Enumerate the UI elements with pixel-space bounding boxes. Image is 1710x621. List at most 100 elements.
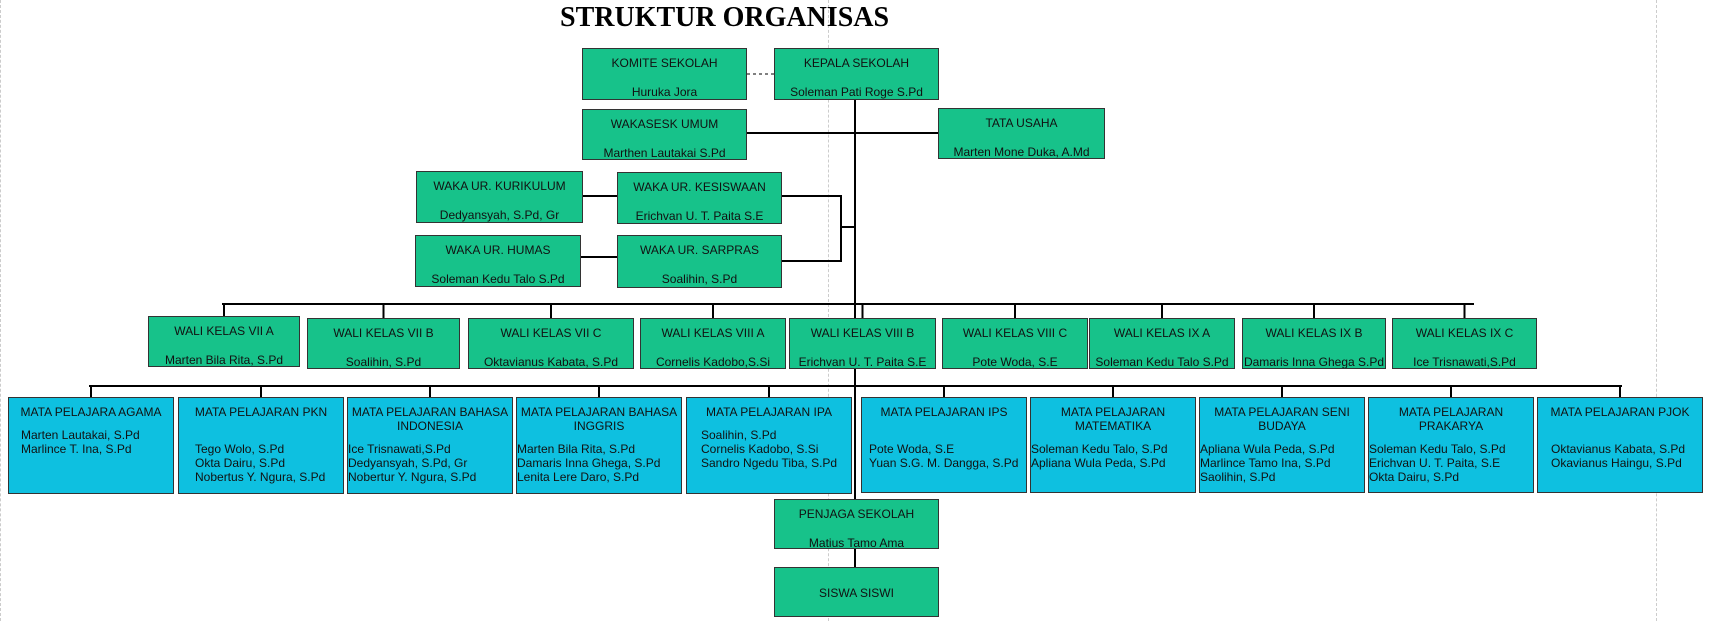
wali-kelas-person: Marten Bila Rita, S.Pd (164, 353, 284, 367)
waka-sarpras-person: Soalihin, S.Pd (661, 272, 738, 286)
wali-kelas-box: WALI KELAS IX A Soleman Kedu Talo S.Pd (1089, 318, 1235, 369)
waka-kurikulum-title: WAKA UR. KURIKULUM (433, 179, 566, 193)
mapel-teacher: Pote Woda, S.E (869, 442, 955, 456)
mapel-teacher: Okta Dairu, S.Pd (195, 456, 286, 470)
wali-kelas-box: WALI KELAS VII C Oktavianus Kabata, S.Pd (468, 318, 634, 369)
kepala-sekolah-person: Soleman Pati Roge S.Pd (790, 85, 923, 99)
mapel-teacher: Okta Dairu, S.Pd (1369, 470, 1460, 484)
wali-kelas-person: Oktavianus Kabata, S.Pd (483, 355, 619, 369)
wali-kelas-title: WALI KELAS IX A (1113, 326, 1211, 340)
wali-kelas-box: WALI KELAS VIII B Erichvan U. T. Paita S… (789, 318, 936, 369)
mapel-box: MATA PELAJARA AGAMA Marten Lautakai, S.P… (8, 397, 174, 494)
tata-usaha-box: TATA USAHA Marten Mone Duka, A.Md (938, 108, 1105, 159)
wali-kelas-person: Soalihin, S.Pd (345, 355, 422, 369)
mapel-box: MATA PELAJARAN BAHASA INGGRIS Marten Bil… (516, 397, 682, 494)
komite-sekolah-title: KOMITE SEKOLAH (611, 56, 718, 70)
wali-kelas-title: WALI KELAS VII A (174, 324, 274, 338)
kepala-sekolah-box: KEPALA SEKOLAH Soleman Pati Roge S.Pd (774, 48, 939, 100)
mapel-teacher: Dedyansyah, S.Pd, Gr (348, 456, 468, 470)
page-guide-left (0, 0, 1, 621)
komite-sekolah-person: Huruka Jora (631, 85, 698, 99)
mapel-box: MATA PELAJARAN BAHASA INDONESIA Ice Tris… (347, 397, 513, 494)
mapel-teacher: Apliana Wula Peda, S.Pd (1031, 456, 1166, 470)
kepala-sekolah-title: KEPALA SEKOLAH (803, 56, 910, 70)
mapel-teacher: Lenita Lere Daro, S.Pd (517, 470, 640, 484)
wali-kelas-title: WALI KELAS VIII C (962, 326, 1068, 340)
mapel-teacher: Saolihin, S.Pd (1200, 470, 1276, 484)
mapel-teacher: Cornelis Kadobo, S.Si (701, 442, 819, 456)
mapel-box: MATA PELAJARAN SENI BUDAYA Apliana Wula … (1199, 397, 1365, 493)
waka-kesiswaan-person: Erichvan U. T. Paita S.E (635, 209, 764, 223)
mapel-teacher: Soleman Kedu Talo, S.Pd (1369, 442, 1506, 456)
wali-kelas-person: Damaris Inna Ghega S.Pd (1243, 355, 1385, 369)
mapel-teacher: Soalihin, S.Pd (701, 428, 777, 442)
mapel-teacher: Soleman Kedu Talo, S.Pd (1031, 442, 1168, 456)
penjaga-sekolah-title: PENJAGA SEKOLAH (798, 507, 915, 521)
wali-kelas-person: Cornelis Kadobo,S.Si (655, 355, 771, 369)
mapel-title: MATA PELAJARAN SENI BUDAYA (1214, 405, 1350, 433)
mapel-box: MATA PELAJARAN IPA Soalihin, S.Pd Cornel… (686, 397, 852, 494)
mapel-title: MATA PELAJARAN IPS (880, 405, 1008, 419)
wali-kelas-box: WALI KELAS IX B Damaris Inna Ghega S.Pd (1242, 318, 1386, 369)
wakasek-umum-title: WAKASESK UMUM (610, 117, 719, 131)
mapel-teacher: Damaris Inna Ghega, S.Pd (517, 456, 661, 470)
komite-sekolah-box: KOMITE SEKOLAH Huruka Jora (582, 48, 747, 100)
mapel-teacher: Tego Wolo, S.Pd (195, 442, 285, 456)
waka-sarpras-title: WAKA UR. SARPRAS (640, 243, 759, 257)
mapel-teacher: Erichvan U. T. Paita, S.E (1369, 456, 1501, 470)
siswa-siswi-title: SISWA SISWI (819, 586, 894, 600)
penjaga-sekolah-person: Matius Tamo Ama (808, 536, 905, 549)
wakasek-umum-person: Marthen Lautakai S.Pd (603, 146, 726, 160)
wali-kelas-box: WALI KELAS VII A Marten Bila Rita, S.Pd (148, 316, 300, 367)
siswa-siswi-box: SISWA SISWI (774, 567, 939, 617)
mapel-box: MATA PELAJARAN PRAKARYA Soleman Kedu Tal… (1368, 397, 1534, 493)
mapel-teacher: Ice Trisnawati,S.Pd (348, 442, 451, 456)
tata-usaha-person: Marten Mone Duka, A.Md (953, 145, 1090, 159)
wakasek-umum-box: WAKASESK UMUM Marthen Lautakai S.Pd (582, 109, 747, 160)
mapel-teacher: Apliana Wula Peda, S.Pd (1200, 442, 1335, 456)
mapel-teacher: Sandro Ngedu Tiba, S.Pd (701, 456, 838, 470)
wali-kelas-title: WALI KELAS VII C (500, 326, 602, 340)
waka-humas-box: WAKA UR. HUMAS Soleman Kedu Talo S.Pd (415, 235, 581, 287)
penjaga-sekolah-box: PENJAGA SEKOLAH Matius Tamo Ama (774, 499, 939, 549)
wali-kelas-box: WALI KELAS IX C Ice Trisnawati,S.Pd (1392, 318, 1537, 369)
wali-kelas-person: Ice Trisnawati,S.Pd (1413, 355, 1516, 369)
mapel-title: MATA PELAJARAN PRAKARYA (1398, 405, 1504, 433)
mapel-title: MATA PELAJARA AGAMA (20, 405, 162, 419)
wali-kelas-title: WALI KELAS IX C (1415, 326, 1514, 340)
wali-kelas-person: Erichvan U. T. Paita S.E (798, 355, 927, 369)
mapel-box: MATA PELAJARAN PJOK Oktavianus Kabata, S… (1537, 397, 1703, 493)
mapel-title: MATA PELAJARAN IPA (705, 405, 833, 419)
wali-kelas-box: WALI KELAS VII B Soalihin, S.Pd (307, 318, 460, 369)
mapel-title: MATA PELAJARAN MATEMATIKA (1060, 405, 1166, 433)
mapel-title: MATA PELAJARAN BAHASA INDONESIA (351, 405, 509, 433)
mapel-box: MATA PELAJARAN MATEMATIKA Soleman Kedu T… (1030, 397, 1196, 493)
waka-kurikulum-box: WAKA UR. KURIKULUM Dedyansyah, S.Pd, Gr (416, 171, 583, 223)
chart-title: STRUKTUR ORGANISAS (560, 2, 890, 33)
wali-kelas-title: WALI KELAS VIII B (810, 326, 915, 340)
wali-kelas-person: Pote Woda, S.E (972, 355, 1058, 369)
waka-kesiswaan-title: WAKA UR. KESISWAAN (633, 180, 766, 194)
mapel-teacher: Oktavianus Kabata, S.Pd (1551, 442, 1686, 456)
mapel-teacher: Marten Lautakai, S.Pd (21, 428, 140, 442)
mapel-teacher: Okavianus Haingu, S.Pd (1551, 456, 1682, 470)
wali-kelas-title: WALI KELAS IX B (1265, 326, 1363, 340)
waka-humas-person: Soleman Kedu Talo S.Pd (431, 272, 565, 286)
mapel-title: MATA PELAJARAN BAHASA INGGRIS (520, 405, 678, 433)
waka-kurikulum-person: Dedyansyah, S.Pd, Gr (439, 208, 560, 222)
wali-kelas-title: WALI KELAS VII B (333, 326, 434, 340)
mapel-box: MATA PELAJARAN IPS Pote Woda, S.E Yuan S… (861, 397, 1027, 493)
mapel-teacher: Marten Bila Rita, S.Pd (517, 442, 636, 456)
waka-kesiswaan-box: WAKA UR. KESISWAAN Erichvan U. T. Paita … (617, 172, 782, 224)
wali-kelas-title: WALI KELAS VIII A (661, 326, 765, 340)
wali-kelas-person: Soleman Kedu Talo S.Pd (1095, 355, 1229, 369)
connector-waka-bracket (782, 195, 842, 262)
mapel-title: MATA PELAJARAN PKN (194, 405, 328, 419)
mapel-teacher: Marlince Tamo Ina, S.Pd (1200, 456, 1331, 470)
mapel-teacher: Nobertur Y. Ngura, S.Pd (348, 470, 477, 484)
mapel-teacher: Nobertus Y. Ngura, S.Pd (195, 470, 326, 484)
page-guide-middle (828, 0, 829, 621)
waka-humas-title: WAKA UR. HUMAS (445, 243, 551, 257)
mapel-teacher: Yuan S.G. M. Dangga, S.Pd (869, 456, 1019, 470)
